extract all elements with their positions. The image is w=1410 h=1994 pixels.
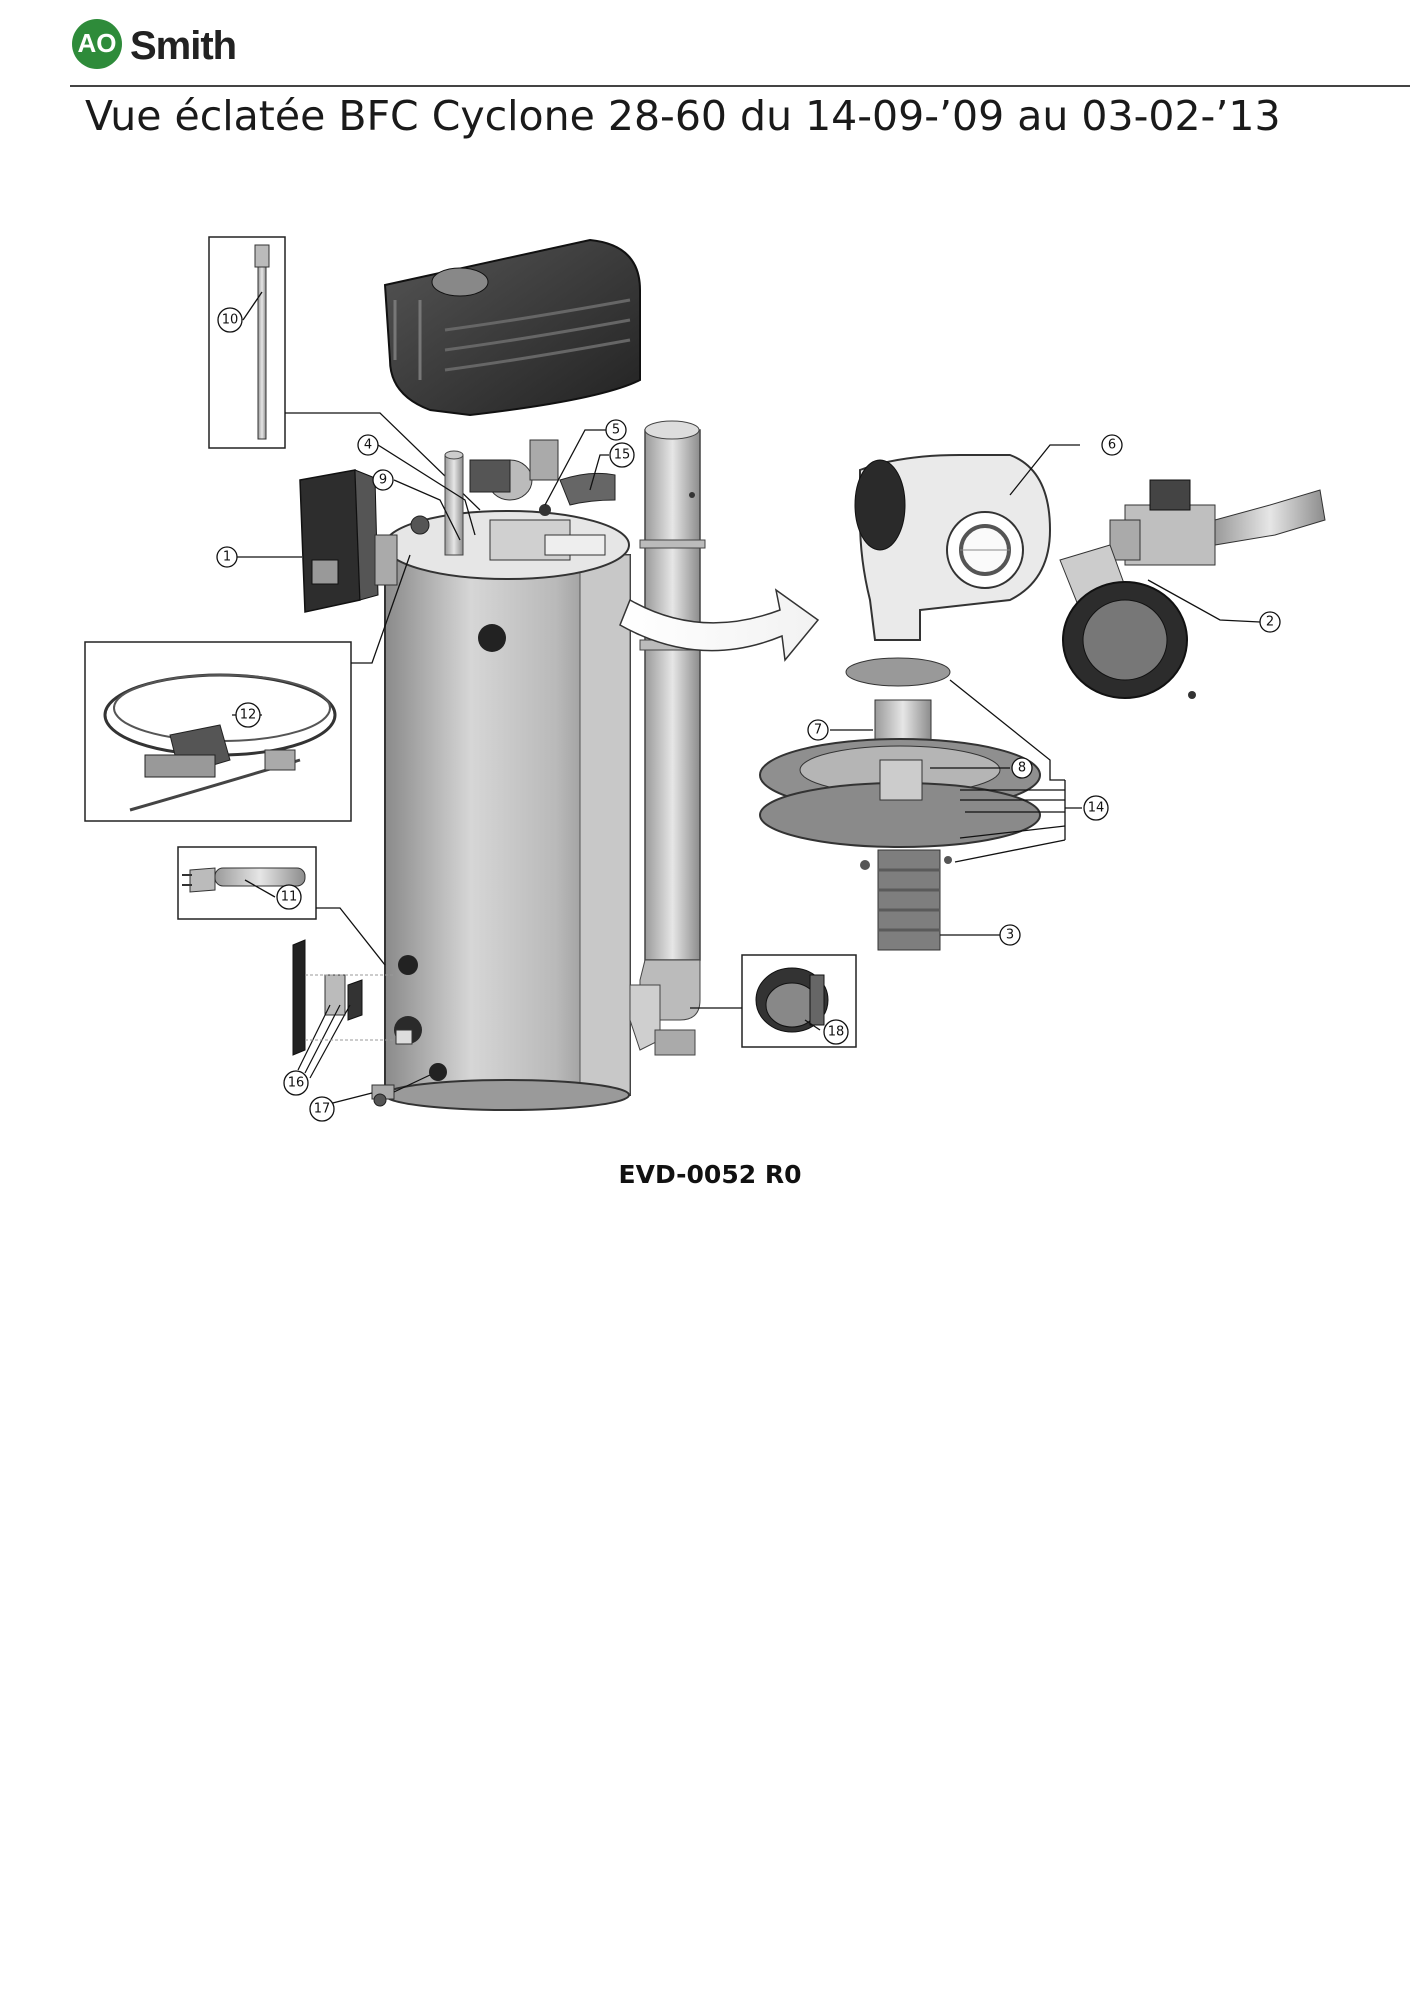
callout-16: 16 bbox=[283, 1070, 309, 1096]
top-burner-assembly bbox=[410, 439, 616, 561]
header-divider bbox=[70, 85, 1410, 87]
callout-12: 12 bbox=[235, 702, 261, 728]
callout-14: 14 bbox=[1083, 795, 1109, 821]
drawing-code: EVD-0052 R0 bbox=[618, 1160, 802, 1189]
burner-flange-assembly bbox=[759, 657, 1041, 951]
callout-5: 5 bbox=[605, 419, 627, 441]
svg-text:14: 14 bbox=[1088, 801, 1105, 816]
leader-18 bbox=[804, 1019, 821, 1031]
svg-text:7: 7 bbox=[814, 723, 822, 738]
callout-4: 4 bbox=[357, 434, 379, 456]
leader-2 bbox=[1147, 579, 1261, 623]
callout-9: 9 bbox=[372, 469, 394, 491]
exploded-view-arrow bbox=[619, 588, 820, 662]
svg-text:9: 9 bbox=[379, 473, 387, 488]
svg-text:11: 11 bbox=[281, 890, 298, 905]
svg-text:17: 17 bbox=[314, 1102, 331, 1117]
leader-11-box bbox=[316, 907, 386, 966]
gas-valve-assembly bbox=[1059, 479, 1326, 699]
svg-text:3: 3 bbox=[1006, 928, 1014, 943]
leader-4 bbox=[377, 444, 476, 536]
part-16-access-panel bbox=[292, 939, 395, 1079]
svg-text:6: 6 bbox=[1108, 438, 1116, 453]
ao-smith-logo: AO Smith bbox=[70, 18, 270, 70]
svg-text:1: 1 bbox=[223, 550, 231, 565]
callout-18: 18 bbox=[823, 1019, 849, 1045]
water-heater-tank bbox=[384, 510, 631, 1111]
callout-3: 3 bbox=[999, 924, 1021, 946]
callout-11: 11 bbox=[276, 884, 302, 910]
top-vent-stub bbox=[444, 454, 464, 556]
callout-1: 1 bbox=[216, 546, 238, 568]
svg-text:10: 10 bbox=[222, 313, 239, 328]
part-10-detail-box bbox=[208, 236, 286, 449]
svg-text:5: 5 bbox=[612, 423, 620, 438]
callout-10: 10 bbox=[217, 307, 243, 333]
exhaust-flue-pipe bbox=[629, 420, 706, 1056]
blower-assembly bbox=[854, 454, 1052, 641]
callout-15: 15 bbox=[609, 442, 635, 468]
svg-text:4: 4 bbox=[364, 438, 372, 453]
brand-name: Smith bbox=[130, 24, 237, 68]
svg-text:16: 16 bbox=[288, 1076, 305, 1091]
callout-2: 2 bbox=[1259, 611, 1281, 633]
part-17-drain-valve bbox=[371, 1074, 431, 1107]
leader-15 bbox=[589, 454, 609, 491]
callout-8: 8 bbox=[1011, 757, 1033, 779]
top-cover bbox=[383, 238, 641, 417]
svg-text:2: 2 bbox=[1266, 615, 1274, 630]
control-module bbox=[299, 469, 398, 613]
page-title: Vue éclatée BFC Cyclone 28-60 du 14-09-’… bbox=[85, 92, 1281, 140]
leader-10-inner bbox=[242, 291, 263, 321]
ao-logo-mark: AO bbox=[72, 19, 122, 69]
leader-5 bbox=[544, 429, 606, 506]
callout-7: 7 bbox=[807, 719, 829, 741]
part-12-detail-box bbox=[84, 641, 352, 822]
logo-mark-text: AO bbox=[78, 28, 117, 58]
callout-17: 17 bbox=[309, 1096, 335, 1122]
callout-6: 6 bbox=[1101, 434, 1123, 456]
svg-text:12: 12 bbox=[240, 708, 257, 723]
part-11-detail-box bbox=[177, 846, 317, 920]
leader-9 bbox=[393, 479, 461, 541]
leader-6 bbox=[1009, 444, 1080, 496]
svg-text:18: 18 bbox=[828, 1025, 845, 1040]
leader-12-box bbox=[351, 554, 411, 664]
leader-11 bbox=[244, 879, 276, 898]
svg-text:15: 15 bbox=[614, 448, 631, 463]
svg-text:8: 8 bbox=[1018, 761, 1026, 776]
leader-14-bracket bbox=[949, 679, 1082, 863]
